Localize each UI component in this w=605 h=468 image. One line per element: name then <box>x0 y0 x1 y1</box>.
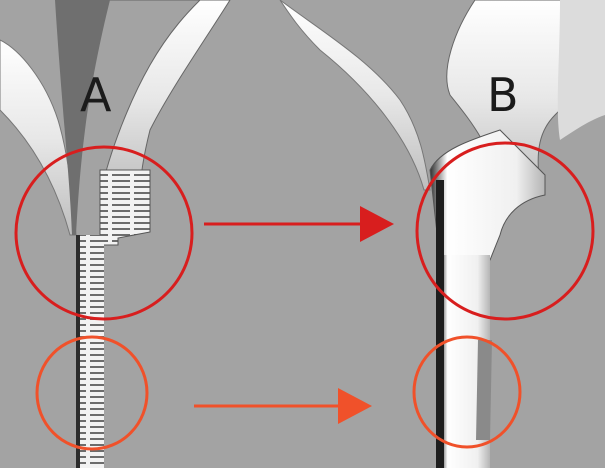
tube-a-stem <box>78 235 104 468</box>
panel-label-a: A <box>80 72 111 118</box>
shell-b-right-wing <box>558 0 605 140</box>
tube-a-stem-edge <box>76 235 80 468</box>
tube-a-upper <box>100 170 150 245</box>
tube-b-lower-detail <box>476 340 492 440</box>
orange-arrow-head <box>338 388 372 424</box>
tube-b-stem-edge <box>436 180 444 468</box>
panel-label-b: B <box>487 72 519 118</box>
red-arrow-head <box>360 206 394 242</box>
